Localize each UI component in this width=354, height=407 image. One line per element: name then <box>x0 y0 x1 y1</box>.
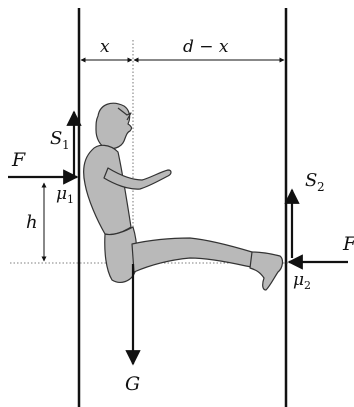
label-F-left: F <box>11 149 26 171</box>
label-S1: S <box>50 128 62 149</box>
label-S2-sub: 2 <box>317 180 325 194</box>
label-mu1: μ <box>56 184 67 204</box>
label-S1-sub: 1 <box>62 138 70 152</box>
label-mu2: μ <box>293 270 304 290</box>
label-mu1-sub: 1 <box>67 193 74 206</box>
label-S2: S <box>305 170 317 191</box>
label-mu2-sub: 2 <box>304 279 311 292</box>
label-h: h <box>26 212 38 233</box>
label-d-minus-x: d − x <box>183 37 229 57</box>
person-figure <box>83 102 284 291</box>
label-x: x <box>100 37 110 57</box>
label-G: G <box>125 373 140 395</box>
label-F-right: F <box>342 233 354 255</box>
